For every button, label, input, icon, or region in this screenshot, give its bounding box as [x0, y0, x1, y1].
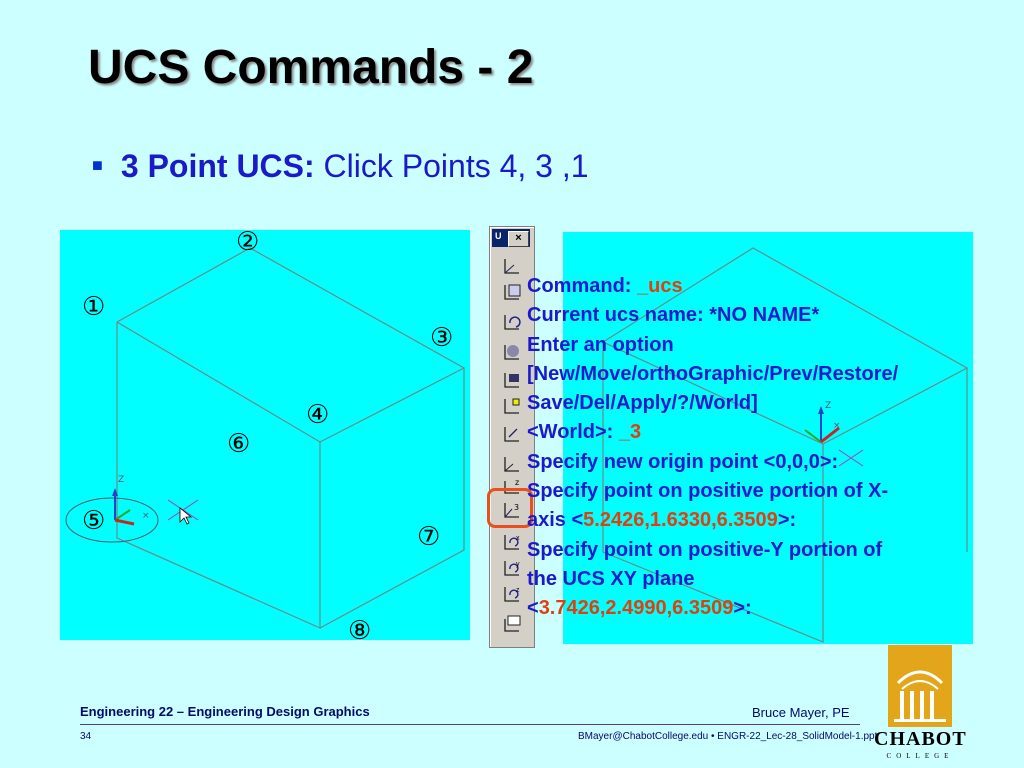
cmd-line-6: <World>: _3: [527, 421, 642, 444]
cmd-line-2: Current ucs name: *NO NAME*: [527, 304, 820, 327]
cmd-line-4: [New/Move/orthoGraphic/Prev/Restore/: [527, 362, 899, 385]
svg-text:Z: Z: [825, 401, 831, 411]
chabot-building-logo-icon: [888, 645, 952, 727]
toolbar-button-highlight: [487, 488, 533, 528]
isometric-cube-drawing: Z ×: [65, 247, 466, 629]
svg-text:z: z: [516, 587, 520, 594]
ucs-rotate-y-button[interactable]: y: [500, 557, 524, 579]
ucs-object-button[interactable]: [500, 281, 524, 303]
footer-course: Engineering 22 – Engineering Design Grap…: [80, 704, 370, 719]
point-marker-2: ②: [236, 227, 260, 257]
ucs-zaxis-icon: [504, 427, 519, 442]
svg-text:y: y: [516, 561, 520, 568]
cmd-line-12: <3.7426,2.4990,6.3509>:: [527, 597, 752, 620]
ucs-rotate-z-button[interactable]: z: [500, 583, 524, 605]
cmd-line-9: axis <5.2426,1.6330,6.3509>:: [527, 509, 797, 532]
ucs-rotate-x-icon: x: [504, 535, 520, 550]
logo-subtitle: COLLEGE: [886, 752, 954, 760]
crosshair-cursor-icon: [838, 449, 864, 467]
svg-text:x: x: [516, 535, 520, 542]
cmd-line-1: Command: _ucs: [527, 275, 683, 297]
ucs-rotate-z-icon: z: [504, 587, 520, 602]
slide-title: UCS Commands - 2: [88, 41, 534, 94]
ucs-axes-icon: [504, 457, 519, 472]
ucs-3point-button[interactable]: 3: [500, 499, 524, 521]
cmd-line-10: Specify point on positive-Y portion of: [527, 538, 883, 561]
logo-name: CHABOT: [874, 728, 967, 750]
ucs-toolbar: U × z 3 x y z: [489, 226, 535, 648]
point-marker-3: ③: [430, 323, 454, 353]
svg-text:3: 3: [514, 503, 519, 512]
ucs-object-icon: [504, 284, 521, 300]
ucs-rotate-y-icon: y: [504, 561, 520, 576]
point-marker-6: ⑥: [227, 429, 251, 459]
crosshair-cursor-icon: [167, 499, 199, 525]
ucs-apply-icon: [504, 615, 521, 632]
point-marker-1: ①: [82, 292, 106, 322]
ucs-view-icon: [504, 373, 519, 388]
page-number: 34: [80, 731, 92, 742]
cmd-line-8: Specify point on positive portion of X-: [527, 480, 889, 503]
ucs-rotate-x-button[interactable]: x: [500, 531, 524, 553]
point-marker-7: ⑦: [417, 522, 441, 552]
ucs-view-button[interactable]: [500, 369, 524, 391]
ucs-origin-axes-icon: Z ×: [804, 401, 841, 444]
ucs-world-icon: [504, 259, 519, 274]
cube-viewport-left: Z ×: [60, 230, 470, 640]
bullet-text: Click Points 4, 3 ,1: [314, 148, 589, 184]
ucs-zaxis-vector-button[interactable]: [500, 423, 524, 445]
ucs-3point-icon: 3: [504, 503, 519, 518]
cmd-line-5: Save/Del/Apply/?/World]: [527, 392, 758, 415]
ucs-z-icon: z: [504, 478, 519, 494]
bullet-heading: 3 Point UCS:: [120, 148, 315, 184]
toolbar-title-badge: U: [495, 231, 502, 241]
ucs-z-button[interactable]: z: [500, 475, 524, 497]
svg-text:Z: Z: [118, 475, 124, 485]
chabot-logo: [872, 643, 968, 763]
ucs-origin-button[interactable]: [500, 395, 524, 417]
point-marker-5: ⑤: [82, 506, 106, 536]
svg-text:×: ×: [142, 511, 150, 521]
footer-author: Bruce Mayer, PE: [752, 705, 850, 720]
ucs-face-button[interactable]: [500, 341, 524, 363]
ucs-axes-button[interactable]: [500, 453, 524, 475]
point-marker-8: ⑧: [348, 616, 372, 646]
cube-viewport-right: Z ×: [563, 232, 973, 644]
ucs-apply-button[interactable]: [500, 613, 524, 635]
toolbar-titlebar[interactable]: U ×: [492, 229, 530, 247]
cmd-line-11: the UCS XY plane: [527, 567, 695, 590]
isometric-cube-drawing-ucs: Z ×: [602, 247, 969, 643]
bullet-square-icon: ■: [92, 155, 103, 175]
svg-text:×: ×: [833, 421, 841, 431]
ucs-face-icon: [504, 345, 519, 360]
cmd-line-3: Enter an option: [527, 333, 674, 356]
footer-info: BMayer@ChabotCollege.edu • ENGR-22_Lec-2…: [578, 731, 878, 742]
cmd-line-7: Specify new origin point <0,0,0>:: [527, 450, 839, 473]
ucs-previous-icon: [504, 315, 521, 330]
ucs-previous-button[interactable]: [500, 311, 524, 333]
ucs-axes-icon: Z ×: [112, 475, 150, 526]
ucs-origin-icon: [504, 398, 520, 414]
toolbar-close-button[interactable]: ×: [508, 231, 529, 247]
point-marker-4: ④: [306, 400, 330, 430]
command-line-log: Command: _ucs Current ucs name: *NO NAME…: [527, 272, 997, 624]
ucs-icon-ellipse: [65, 497, 159, 543]
svg-text:z: z: [515, 478, 519, 487]
ucs-world-button[interactable]: [500, 255, 524, 277]
footer-divider: [80, 724, 860, 725]
bullet-point: ■ 3 Point UCS: Click Points 4, 3 ,1: [92, 148, 589, 185]
